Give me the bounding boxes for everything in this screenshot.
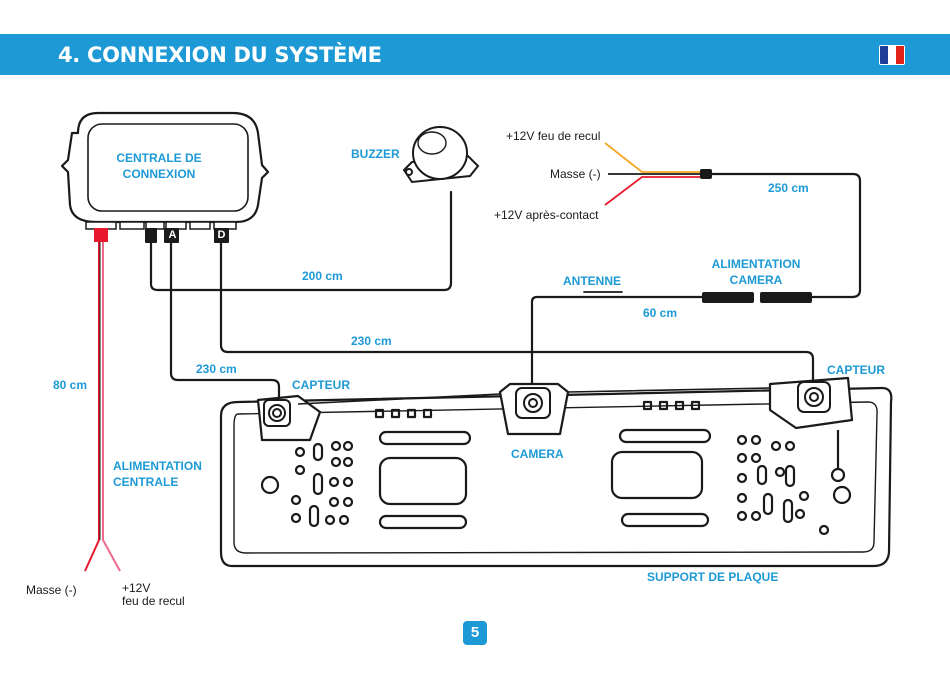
- buzzer-cable: [151, 192, 451, 290]
- plus12v-bottom-label: +12V feu de recul: [122, 582, 185, 608]
- camera-power-splice: [700, 169, 712, 179]
- length-60-label: 60 cm: [643, 305, 677, 321]
- plus12v-ignition-label: +12V après-contact: [494, 207, 598, 223]
- sensor-right-label: CAPTEUR: [827, 362, 885, 378]
- ground-label-top: Masse (-): [550, 166, 601, 182]
- plus12v-reverse-light-label: +12V feu de recul: [506, 128, 600, 144]
- wire-red: [605, 177, 700, 205]
- length-230-lower-label: 230 cm: [196, 361, 237, 377]
- antenna-label: ANTENNE: [563, 273, 621, 289]
- power-wire-pink: [103, 242, 120, 571]
- buzzer-label: BUZZER: [351, 146, 400, 162]
- plate-support-label: SUPPORT DE PLAQUE: [647, 569, 778, 585]
- buzzer-icon: [404, 127, 478, 182]
- camera-power-label: ALIMENTATION CAMERA: [700, 256, 812, 288]
- central-power-label: ALIMENTATION CENTRALE: [113, 458, 202, 490]
- plate-support: [221, 378, 891, 566]
- ground-label-bottom: Masse (-): [26, 582, 77, 598]
- power-plug-red: [94, 228, 108, 242]
- port-d-label: D: [214, 228, 229, 243]
- page-number: 5: [463, 621, 487, 645]
- right-sensor-icon: [798, 382, 830, 412]
- central-unit-label: CENTRALE DE CONNEXION: [102, 150, 216, 182]
- left-sensor-icon: [264, 400, 290, 426]
- length-80-label: 80 cm: [53, 377, 87, 393]
- power-wire-red: [85, 242, 99, 571]
- sensor-left-label: CAPTEUR: [292, 377, 350, 393]
- wire-orange: [605, 143, 700, 172]
- length-200-label: 200 cm: [302, 268, 343, 284]
- length-230-upper-label: 230 cm: [351, 333, 392, 349]
- port-a-label: A: [165, 228, 180, 243]
- camera-label: CAMERA: [511, 446, 564, 462]
- length-250-label: 250 cm: [768, 180, 809, 196]
- camera-power-connector-right: [760, 292, 812, 303]
- camera-power-connector-left: [702, 292, 754, 303]
- camera-icon: [516, 388, 550, 418]
